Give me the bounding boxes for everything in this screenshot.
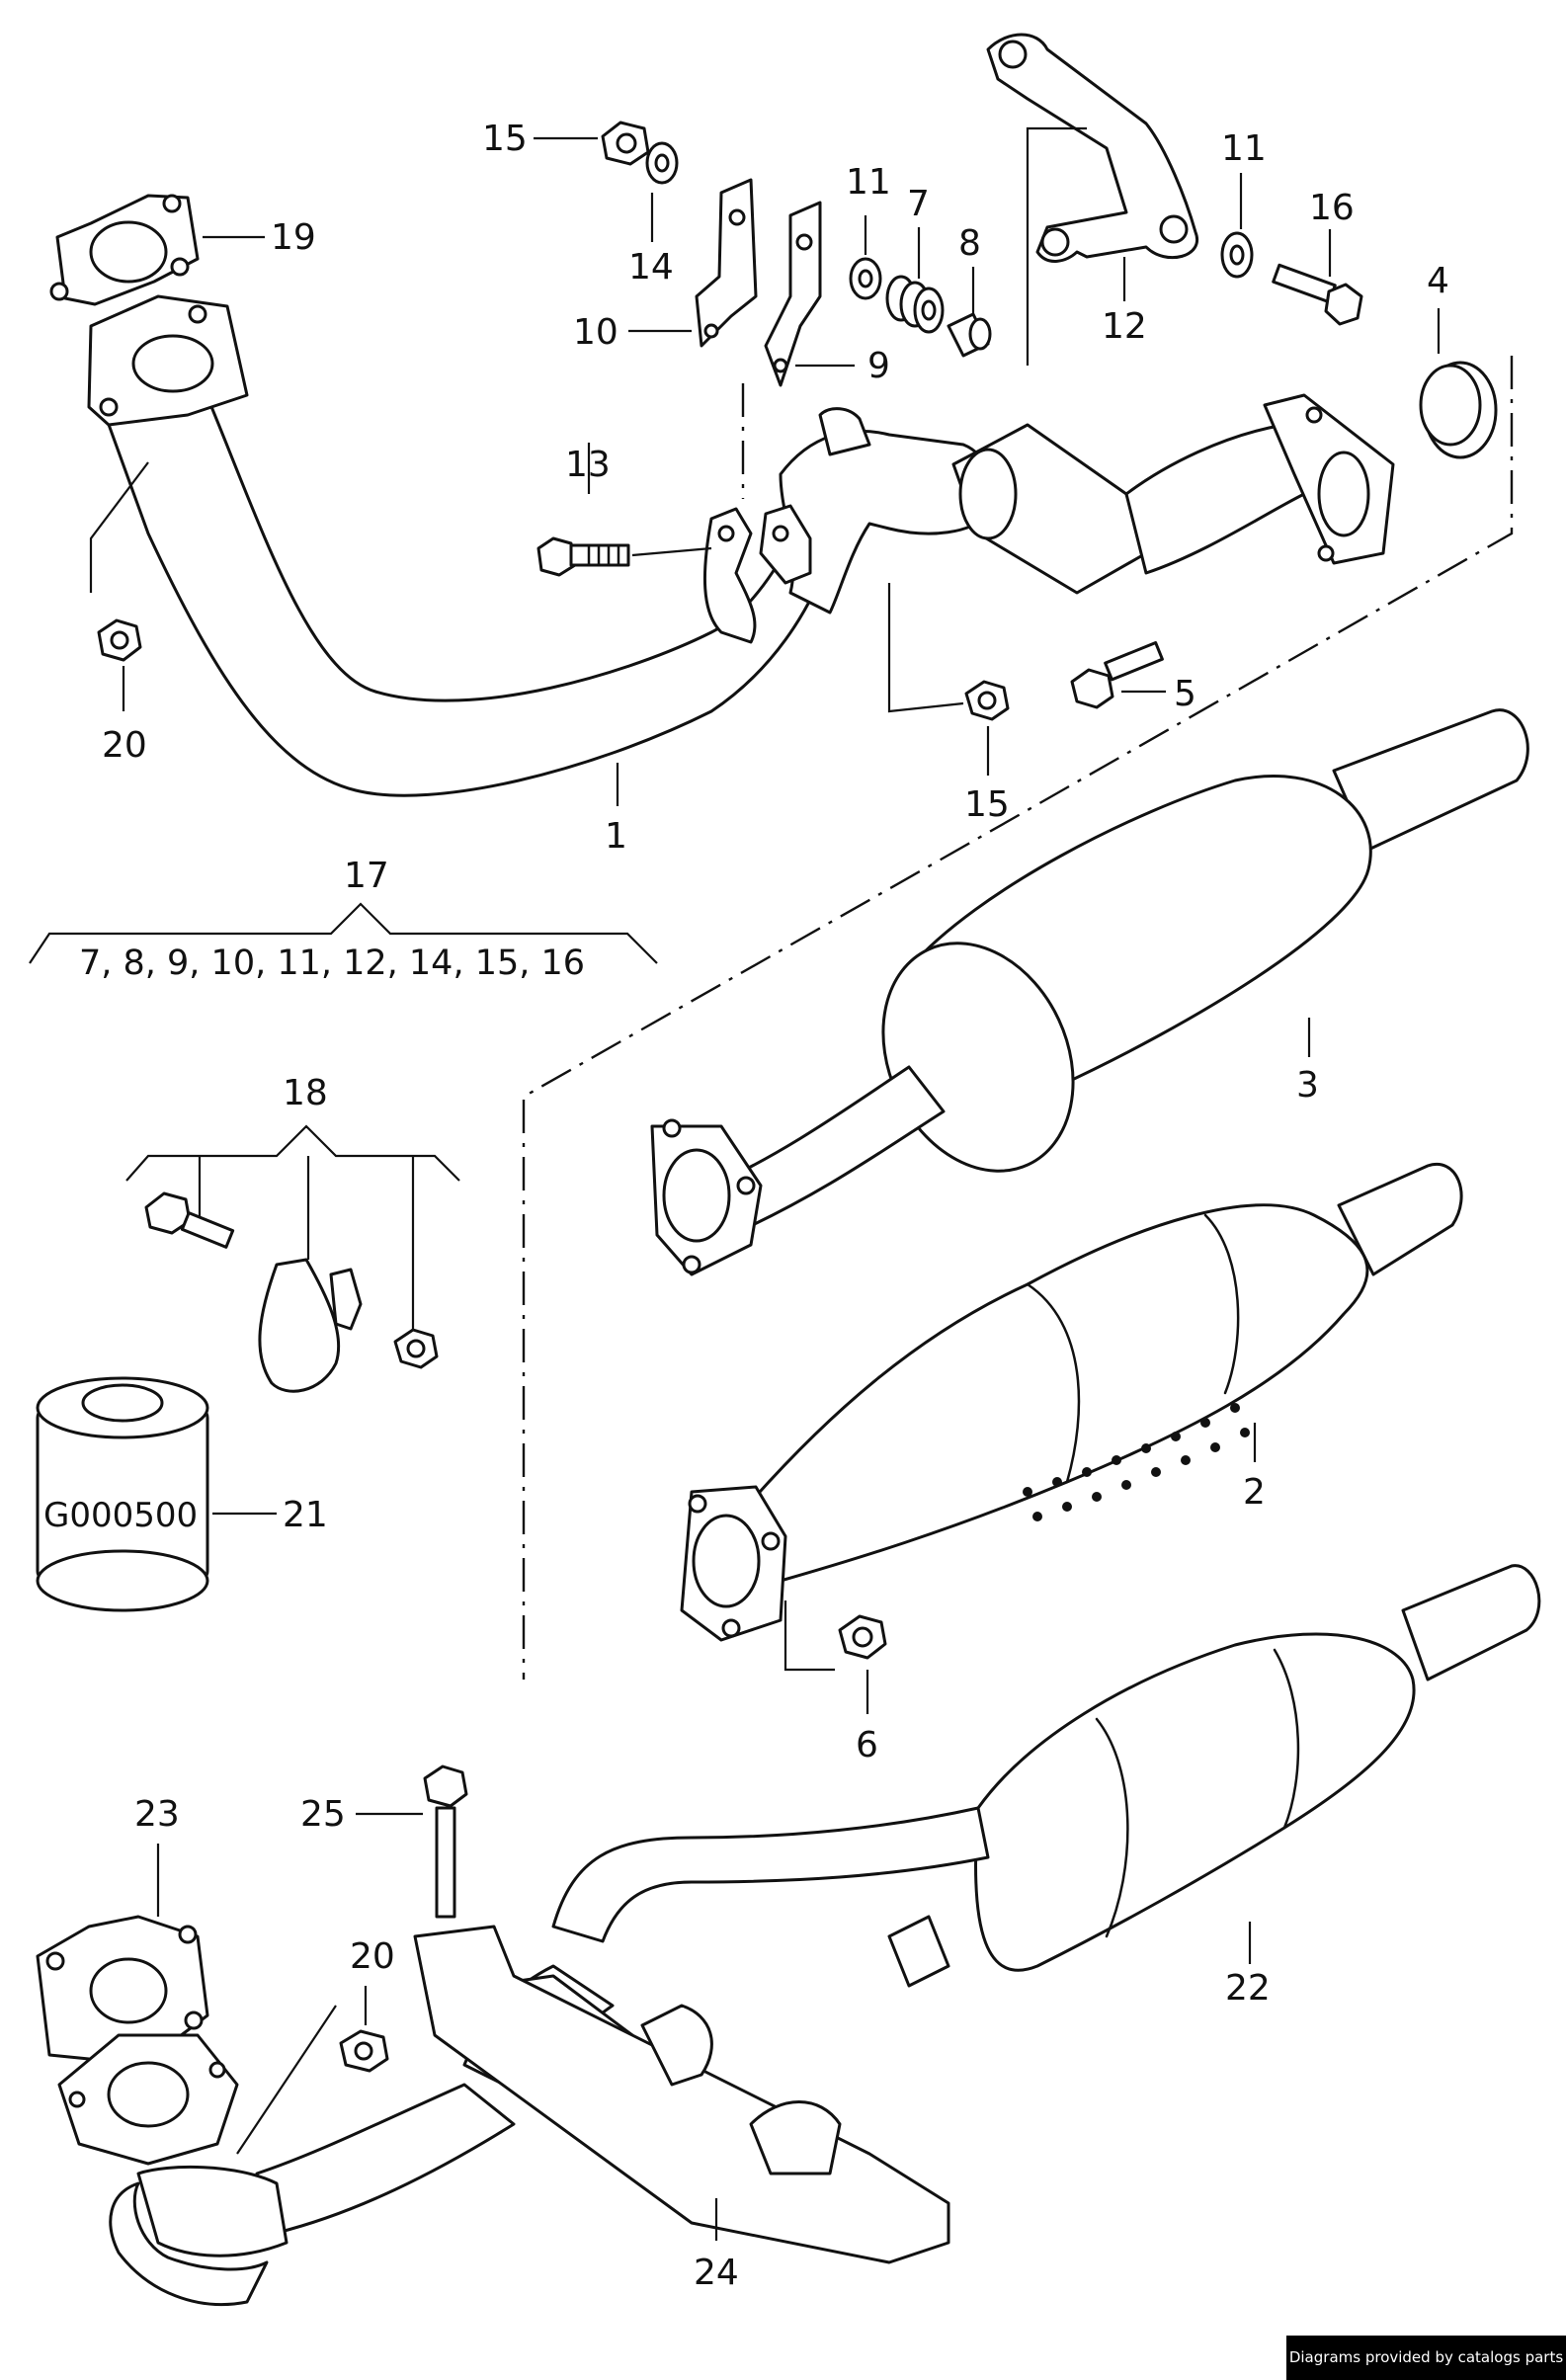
callout-14: 14 <box>628 247 674 287</box>
callout-15-mid: 15 <box>964 784 1010 825</box>
group-18-bracket <box>125 1124 460 1334</box>
part-12-bracket <box>986 33 1199 263</box>
callout-13: 13 <box>565 445 611 485</box>
callout-2: 2 <box>1243 1472 1266 1513</box>
callout-11-right: 11 <box>1221 128 1267 169</box>
callout-24: 24 <box>694 2253 739 2293</box>
part-24-hanger <box>413 1915 950 2264</box>
callout-5: 5 <box>1174 674 1196 714</box>
callout-3: 3 <box>1296 1065 1319 1106</box>
group-17-bracket <box>29 902 658 964</box>
callout-25: 25 <box>300 1794 346 1835</box>
upper-catalyst-pipe <box>779 393 1395 615</box>
part-21-label: G000500 <box>43 1496 198 1535</box>
callout-8: 8 <box>958 223 981 264</box>
callout-9: 9 <box>867 346 890 386</box>
callout-22: 22 <box>1225 1968 1271 2009</box>
diagram-credit: Diagrams provided by catalogs parts <box>1286 2336 1566 2380</box>
part-23-gasket <box>36 1915 209 2062</box>
part-16-bolt <box>1272 263 1363 326</box>
lower-flange <box>57 2033 239 2166</box>
kit-17-contents: 7, 8, 9, 10, 11, 12, 14, 15, 16 <box>79 944 585 983</box>
callout-10: 10 <box>573 312 618 353</box>
callout-23: 23 <box>134 1794 180 1835</box>
part-7-spring <box>885 275 945 334</box>
callout-19: 19 <box>271 217 316 258</box>
part-20-nut <box>97 618 142 662</box>
callout-6: 6 <box>856 1725 878 1765</box>
part-21-canister <box>36 1376 209 1612</box>
callout-20-top: 20 <box>102 725 147 766</box>
callout-11-left: 11 <box>846 162 891 203</box>
part-22-lower-catalyst <box>974 1564 1541 1972</box>
upper-pipe-clamp <box>702 504 812 644</box>
callout-7: 7 <box>907 184 930 224</box>
part-4-ring <box>1419 361 1498 459</box>
part-6-nut <box>838 1614 887 1660</box>
part-20-nut-lower <box>339 2029 389 2073</box>
part-18-clamp-nut <box>393 1328 439 1369</box>
callout-4: 4 <box>1427 261 1449 301</box>
callout-16: 16 <box>1309 188 1355 228</box>
callout-12: 12 <box>1102 306 1147 347</box>
part-15-nut-mid <box>964 680 1010 721</box>
callout-20-bottom: 20 <box>350 1936 395 1977</box>
callout-21: 21 <box>283 1495 328 1535</box>
part-19-gasket <box>49 194 200 306</box>
part-5-bolt <box>1070 641 1164 709</box>
part-13-bolt <box>536 536 630 577</box>
callout-18: 18 <box>283 1073 328 1113</box>
part-18-clamp-bolt <box>144 1191 235 1249</box>
part-2-catalytic-converter <box>680 1162 1463 1642</box>
part-8-sleeve <box>947 312 992 358</box>
callout-17: 17 <box>344 856 389 896</box>
heat-shield-holes <box>1023 1403 1250 1521</box>
callout-1: 1 <box>605 816 627 857</box>
part-10-bracket <box>695 178 758 348</box>
callout-15-top: 15 <box>482 119 528 159</box>
part-9-bracket <box>764 201 822 387</box>
part-15-nut-upper <box>601 121 650 166</box>
part-18-clamp <box>258 1258 363 1393</box>
part-25-bolt <box>423 1764 468 1919</box>
part-3-muffler <box>650 708 1529 1276</box>
